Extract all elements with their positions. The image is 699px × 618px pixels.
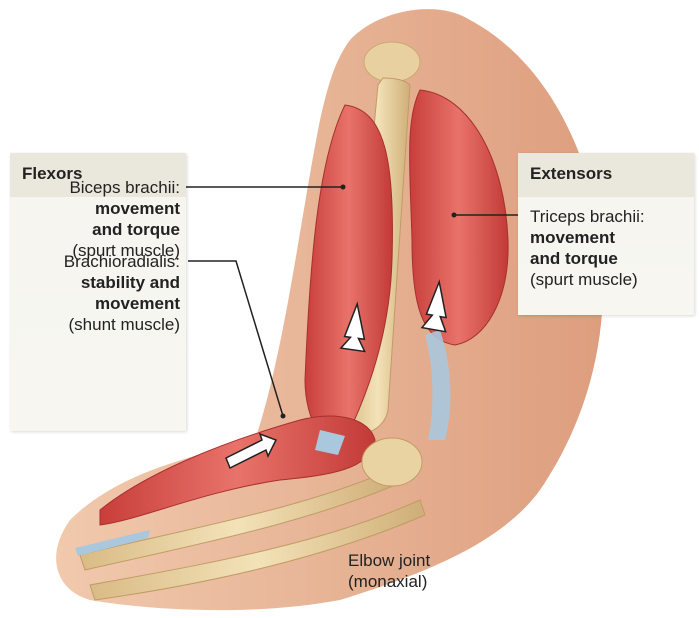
triceps-label: Triceps brachii: movement and torque (sp…	[530, 206, 690, 290]
elbow-caption: Elbow joint (monaxial)	[348, 550, 430, 592]
elbow-caption-line1: Elbow joint	[348, 550, 430, 571]
biceps-leader-dot	[341, 185, 346, 190]
triceps-role-line1: movement	[530, 227, 690, 248]
brachioradialis-name: Brachioradialis:	[10, 251, 180, 272]
triceps-type: (spurt muscle)	[530, 269, 690, 290]
humerus-head	[364, 42, 420, 82]
elbow-joint	[362, 438, 422, 486]
brachioradialis-role-line1: stability and	[10, 272, 180, 293]
elbow-caption-line2: (monaxial)	[348, 571, 430, 592]
triceps-role-line2: and torque	[530, 248, 690, 269]
biceps-name: Biceps brachii:	[10, 177, 180, 198]
brachioradialis-role-line2: movement	[10, 293, 180, 314]
brachioradialis-leader-dot	[281, 414, 286, 419]
biceps-role-line2: and torque	[10, 219, 180, 240]
triceps-leader-dot	[452, 213, 457, 218]
brachioradialis-type: (shunt muscle)	[10, 314, 180, 335]
triceps-name: Triceps brachii:	[530, 206, 690, 227]
biceps-label: Biceps brachii: movement and torque (spu…	[10, 177, 180, 261]
brachioradialis-label: Brachioradialis: stability and movement …	[10, 251, 180, 335]
extensors-title: Extensors	[530, 164, 612, 184]
biceps-role-line1: movement	[10, 198, 180, 219]
